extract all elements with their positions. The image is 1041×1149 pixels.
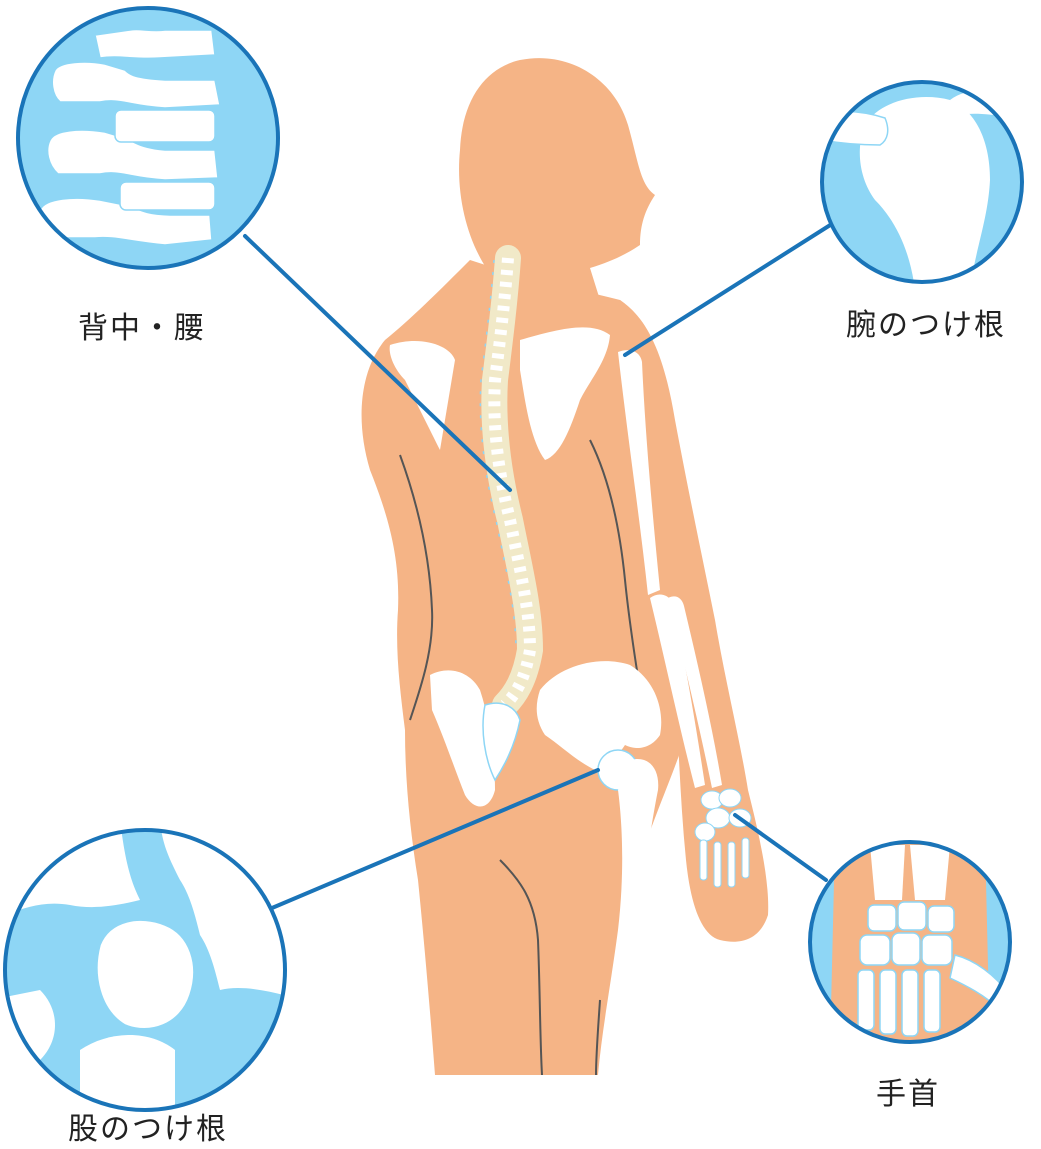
body-silhouette [362,58,769,1075]
leader-line-shoulder [625,222,835,355]
label-shoulder: 腕のつけ根 [846,300,1006,344]
callout-back-waist [18,8,278,268]
head [459,58,655,300]
label-hip: 股のつけ根 [68,1104,228,1148]
label-back-waist: 背中・腰 [78,303,206,347]
label-wrist: 手首 [876,1069,940,1113]
callout-hip [0,820,300,1120]
callout-wrist [810,840,1010,1050]
callout-shoulder [810,82,1022,290]
